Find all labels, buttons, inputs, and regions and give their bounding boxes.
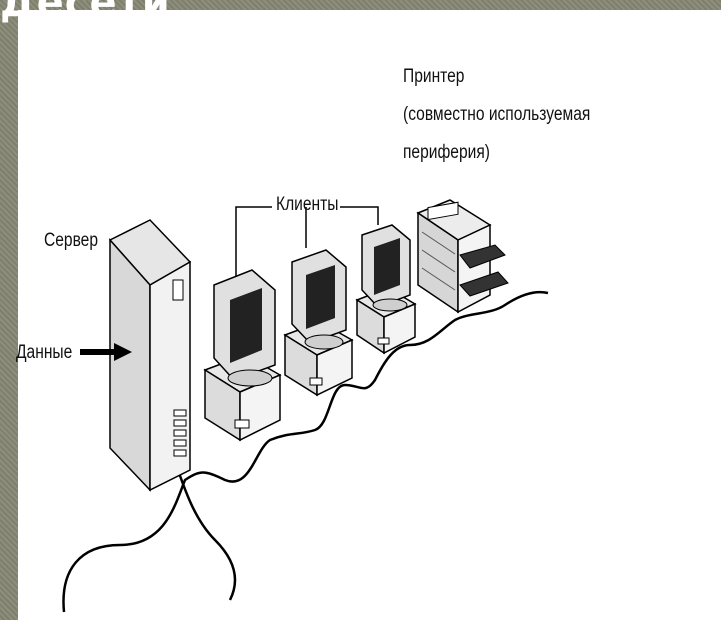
clients-bracket xyxy=(235,206,379,248)
printer-label-line2: (совместно используемая xyxy=(403,104,591,125)
data-label: Данные xyxy=(16,342,73,363)
desktop-computer-icon xyxy=(203,269,282,442)
server-label: Сервер xyxy=(44,230,99,251)
network-cable xyxy=(62,290,549,613)
printer-label-line3: периферия) xyxy=(403,142,490,163)
server-cable xyxy=(176,469,237,601)
clients-label: Клиенты xyxy=(276,194,339,215)
printer-icon xyxy=(416,199,509,314)
arrow-right-icon xyxy=(80,343,132,361)
printer-label-line1: Принтер xyxy=(403,66,465,87)
server-tower-icon xyxy=(108,219,192,492)
desktop-computer-icon xyxy=(283,249,354,397)
desktop-computer-icon xyxy=(355,224,417,355)
